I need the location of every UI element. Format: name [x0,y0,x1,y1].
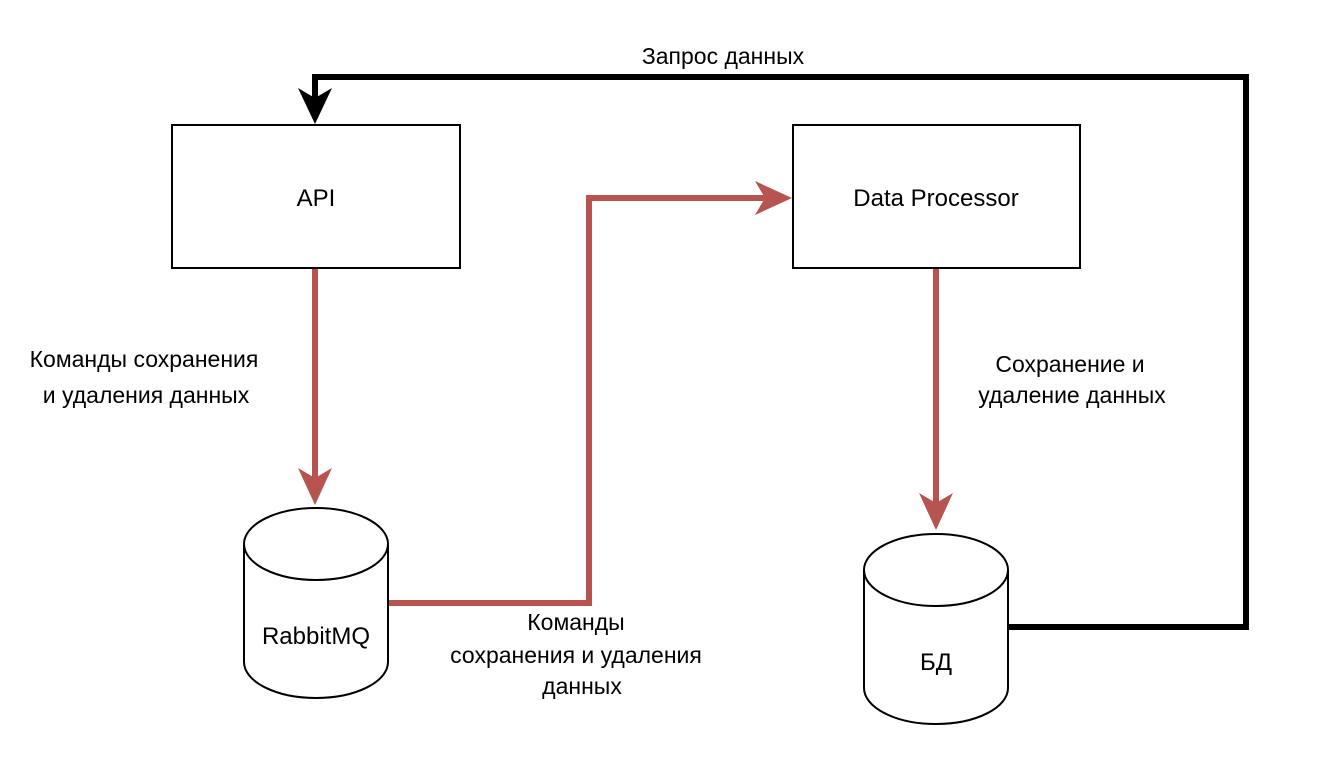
edge-rabbitmq-to-data-processor-line [388,195,765,606]
edge-data-processor-to-db-label-line-2: удаление данных [978,382,1166,408]
node-rabbitmq-cylinder-body [243,507,389,699]
node-data-processor-label: Data Processor [853,185,1018,212]
edge-api-to-rabbitmq-arrowhead [298,468,332,505]
edge-rabbitmq-to-data-processor-label-line-2: сохранения и удаления [450,642,702,668]
edge-rabbitmq-to-data-processor: Команды сохранения и удаления данных [388,181,792,699]
edge-data-processor-to-db-arrowhead [919,493,953,530]
edge-rabbitmq-to-data-processor-label-line-3: данных [542,673,622,699]
edge-db-to-api: Запрос данных [298,43,1249,630]
edge-api-to-rabbitmq-label-line-2: и удаления данных [43,382,250,408]
node-rabbitmq-cylinder-top [243,543,389,581]
edge-data-processor-to-db-label-line-1: Сохранение и [995,351,1144,377]
node-db: БД [863,533,1009,725]
node-rabbitmq-label: RabbitMQ [262,623,370,650]
node-rabbitmq: RabbitMQ [243,507,389,699]
node-db-label: БД [920,649,952,676]
node-api-label: API [297,185,336,212]
node-db-cylinder-body [863,533,1009,725]
edge-rabbitmq-to-data-processor-arrowhead [755,181,792,215]
edge-db-to-api-arrowhead [298,88,332,124]
edge-api-to-rabbitmq: Команды сохранения и удаления данных [30,269,332,505]
edge-rabbitmq-to-data-processor-label-line-1: Команды [527,609,624,635]
edge-db-to-api-label: Запрос данных [642,43,805,69]
edge-db-to-api-line [312,74,1249,630]
node-api-box [171,124,461,269]
node-data-processor: Data Processor [792,124,1081,269]
node-api: API [171,124,461,269]
node-data-processor-box [792,124,1081,269]
edge-data-processor-to-db: Сохранение и удаление данных [919,269,1166,530]
edge-api-to-rabbitmq-label-line-1: Команды сохранения [30,346,259,372]
node-db-cylinder-top [863,569,1009,607]
